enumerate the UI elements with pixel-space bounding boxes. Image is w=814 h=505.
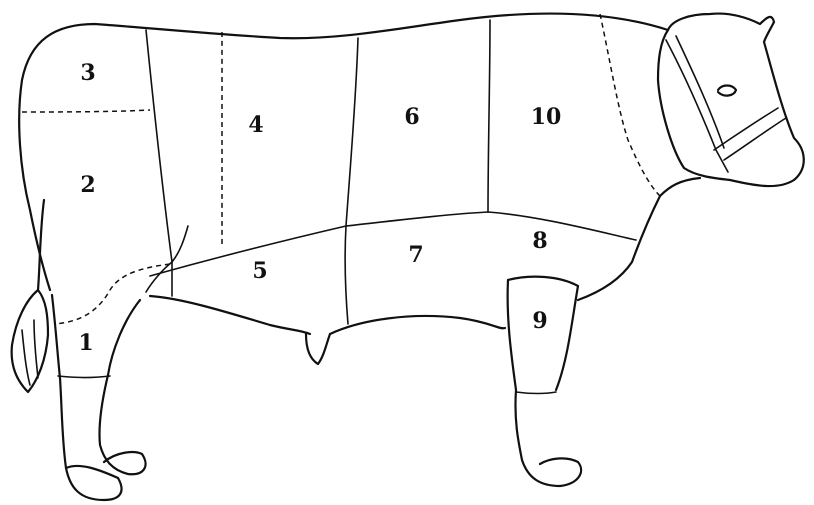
region-label-9: 9: [532, 308, 547, 334]
region-label-7: 7: [408, 242, 423, 268]
tail: [12, 200, 48, 392]
region-label-4: 4: [248, 112, 263, 138]
region-label-1: 1: [78, 330, 93, 356]
region-label-3: 3: [80, 60, 95, 86]
cow-head: [658, 14, 804, 186]
region-label-5: 5: [252, 258, 267, 284]
region-label-2: 2: [80, 172, 95, 198]
region-label-8: 8: [532, 228, 547, 254]
cut-lines: [58, 20, 636, 394]
dashed-cut-lines: [22, 14, 660, 324]
region-label-6: 6: [404, 104, 419, 130]
cow-outline: [19, 14, 700, 500]
region-label-10: 10: [531, 104, 562, 130]
